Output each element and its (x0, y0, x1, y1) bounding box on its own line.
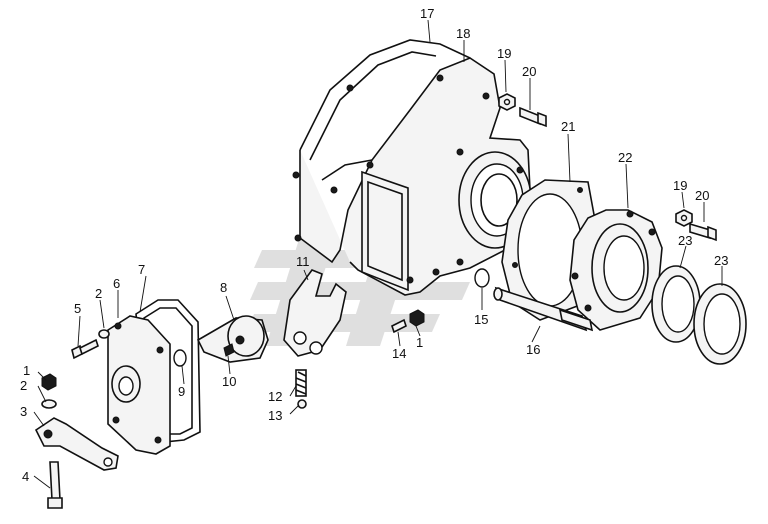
label-23b: 23 (714, 253, 728, 268)
nut-19-top (498, 93, 516, 111)
seal-ring-23b (693, 283, 747, 365)
shaft-16 (493, 286, 594, 332)
ball-13 (297, 399, 307, 409)
label-7: 7 (138, 262, 145, 277)
bolt-5 (71, 338, 99, 360)
label-18: 18 (456, 26, 470, 41)
label-19a: 19 (497, 46, 511, 61)
label-23a: 23 (678, 233, 692, 248)
pin-10 (223, 343, 235, 357)
transfer-case-housing (292, 39, 532, 296)
label-20b: 20 (695, 188, 709, 203)
label-3: 3 (20, 404, 27, 419)
label-19b: 19 (673, 178, 687, 193)
bearing-cap-22 (569, 209, 663, 331)
washer-2-cover (98, 329, 110, 339)
bolt-20-right (689, 222, 717, 242)
plug-1-center (409, 309, 425, 327)
label-11: 11 (296, 254, 310, 269)
label-17: 17 (420, 6, 434, 21)
label-12: 12 (268, 389, 282, 404)
label-1b: 1 (416, 335, 423, 350)
label-14: 14 (392, 346, 406, 361)
label-15: 15 (474, 312, 488, 327)
label-2a: 2 (20, 378, 27, 393)
seal-ring-23a (651, 265, 701, 343)
label-5: 5 (74, 301, 81, 316)
label-10: 10 (222, 374, 236, 389)
label-13: 13 (268, 408, 282, 423)
bolt-4 (47, 461, 63, 509)
leader-lines (33, 19, 723, 489)
washer-2-left (41, 399, 57, 409)
o-ring-15 (474, 268, 490, 288)
bolt-20-top (519, 106, 547, 128)
label-16: 16 (526, 342, 540, 357)
label-8: 8 (220, 280, 227, 295)
nut-1-left (41, 373, 57, 391)
label-1a: 1 (23, 363, 30, 378)
spring-12 (295, 369, 307, 397)
o-ring-9 (173, 349, 187, 367)
label-21: 21 (561, 119, 575, 134)
pin-14 (391, 318, 407, 334)
label-4: 4 (22, 469, 29, 484)
shift-shaft-8 (196, 315, 269, 363)
nut-19-right (675, 209, 693, 227)
label-22: 22 (618, 150, 632, 165)
shift-fork-11 (283, 269, 347, 357)
label-2b: 2 (95, 286, 102, 301)
label-6: 6 (113, 276, 120, 291)
shift-lever-3 (34, 417, 119, 471)
cover-plate-6 (107, 315, 171, 455)
label-20a: 20 (522, 64, 536, 79)
label-9: 9 (178, 384, 185, 399)
